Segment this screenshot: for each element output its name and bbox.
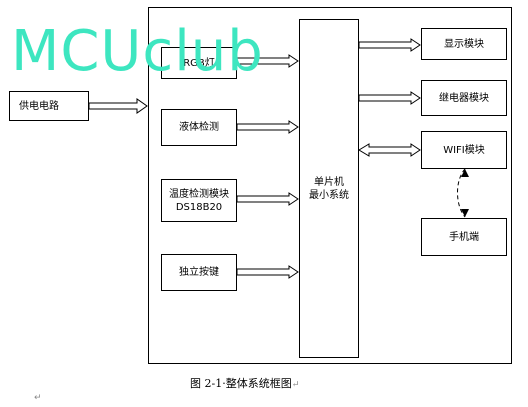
liquid-detect-label: 液体检测 <box>179 122 219 133</box>
button-block: 独立按键 <box>161 254 237 291</box>
rgb-led-block: RGB灯 <box>161 47 237 79</box>
button-to-mcu-arrow <box>236 265 299 279</box>
relay-module-label: 继电器模块 <box>439 92 489 104</box>
wifi-link-arrowhead-up <box>461 169 469 177</box>
figure-caption: 图 2-1·整体系统框图↵ <box>190 375 299 391</box>
wifi-phone-dashed-link <box>457 168 466 218</box>
display-module-block: 显示模块 <box>421 28 507 60</box>
system-frame <box>148 7 512 364</box>
caption-return-mark: ↵ <box>291 380 300 390</box>
wifi-module-label: WIFI模块 <box>443 144 485 156</box>
phone-block: 手机端 <box>421 218 507 256</box>
paragraph-mark: ↵ <box>34 393 42 403</box>
mcu-label-line2: 最小系统 <box>309 189 349 201</box>
watermark-logo: MCUclub <box>11 19 264 84</box>
temperature-module-label: 温度检测模块 <box>169 188 229 200</box>
mcu-wifi-bidirectional-arrow <box>358 143 421 157</box>
temperature-module-block: 温度检测模块 DS18B20 <box>161 179 237 222</box>
liquid-to-mcu-arrow <box>236 120 299 134</box>
temperature-to-mcu-arrow <box>236 192 299 206</box>
power-supply-block: 供电电路 <box>9 91 89 121</box>
power-to-system-arrow <box>88 98 148 114</box>
mcu-core-block: 单片机 最小系统 <box>299 19 359 358</box>
relay-module-block: 继电器模块 <box>421 80 507 116</box>
phone-label: 手机端 <box>449 231 479 243</box>
phone-link-arrowhead-down <box>461 209 469 217</box>
wifi-module-block: WIFI模块 <box>421 131 507 169</box>
mcu-label-line1: 单片机 <box>314 176 344 188</box>
figure-caption-text: 图 2-1·整体系统框图 <box>190 377 292 390</box>
rgb-led-label: RGB灯 <box>183 57 215 69</box>
display-module-label: 显示模块 <box>444 38 484 50</box>
liquid-detect-block: 液体检测 <box>161 109 237 146</box>
power-supply-label: 供电电路 <box>19 100 59 112</box>
mcu-to-relay-arrow <box>358 91 421 105</box>
mcu-to-display-arrow <box>358 38 421 52</box>
rgb-to-mcu-arrow <box>236 54 299 68</box>
temperature-sensor-model: DS18B20 <box>175 201 223 213</box>
button-label: 独立按键 <box>179 267 219 278</box>
